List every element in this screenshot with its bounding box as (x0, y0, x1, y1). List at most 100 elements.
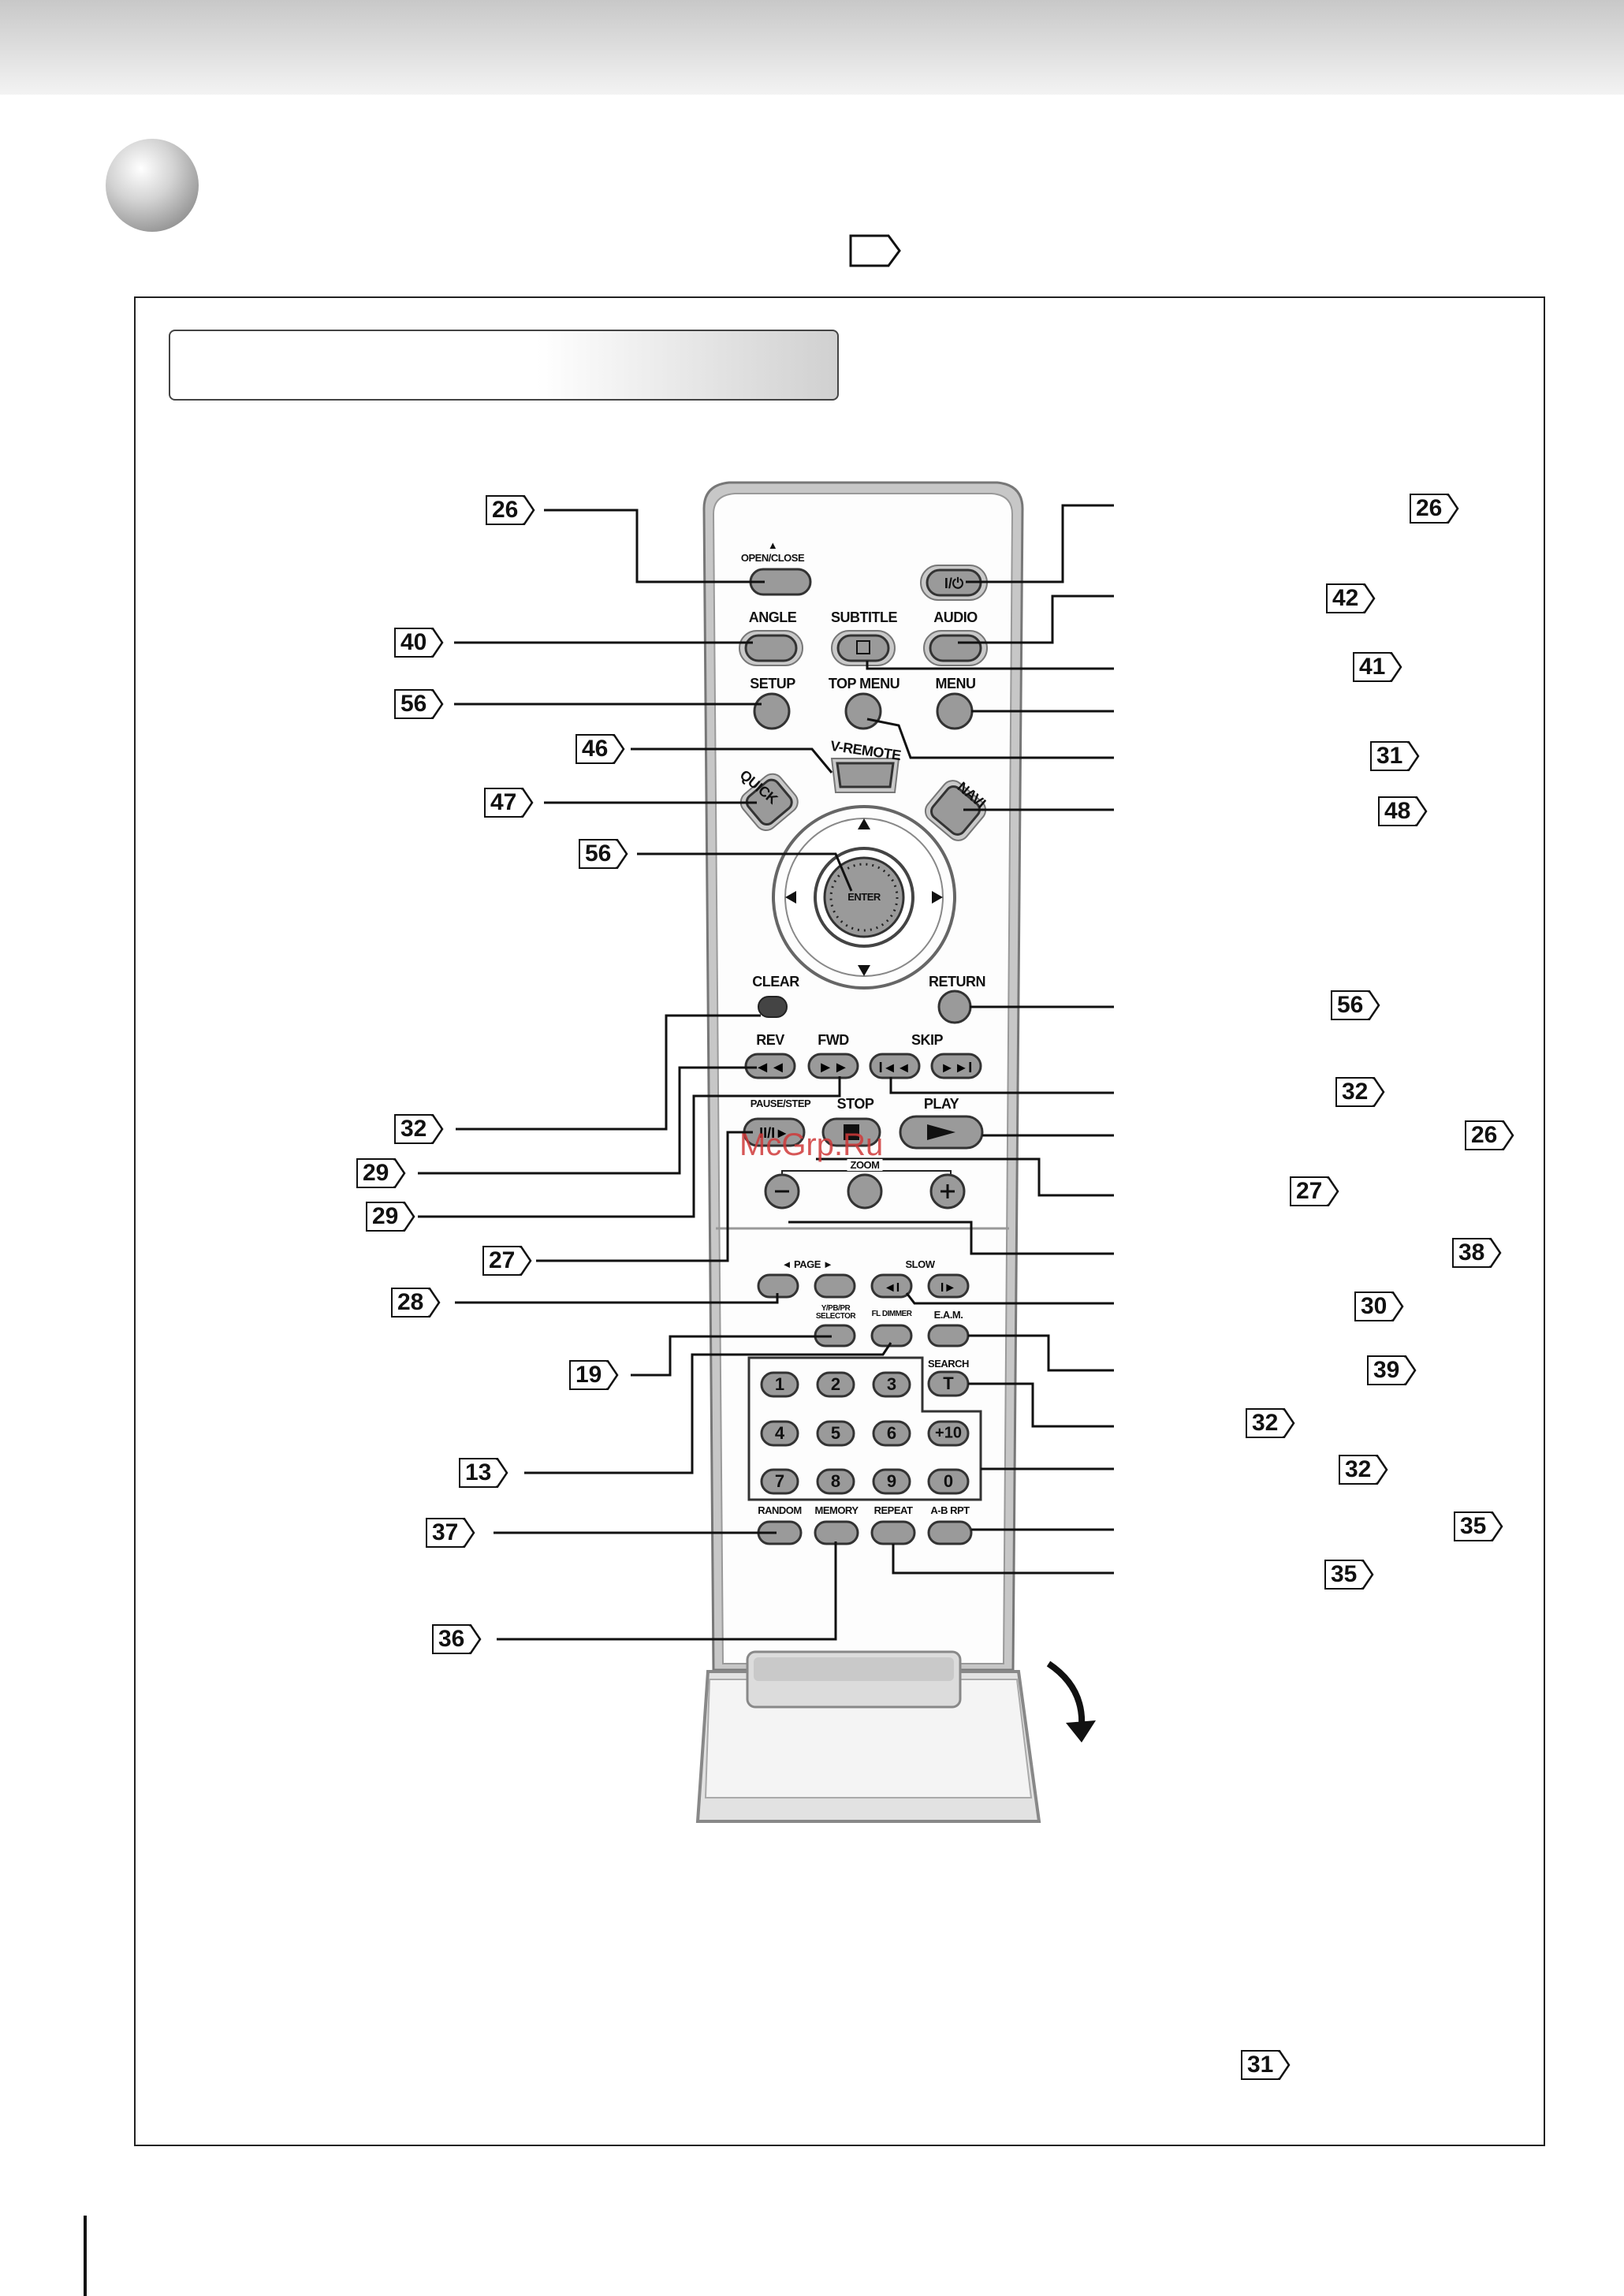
svg-text:I/⏻: I/⏻ (944, 576, 964, 591)
page-ref-tag: 27 (482, 1246, 532, 1276)
label-fl-dimmer: FL DIMMER (871, 1310, 912, 1318)
svg-text:►►: ►► (818, 1059, 849, 1076)
page-ref-arrow-icon (1361, 1560, 1374, 1590)
page-ref-arrow-icon (1404, 1355, 1417, 1385)
svg-text:II/I►: II/I► (759, 1125, 789, 1141)
page-ref-arrow-icon (613, 734, 625, 764)
page-ref-tag: 26 (486, 495, 535, 525)
page-ref-tag: 47 (484, 788, 534, 818)
page-ref-arrow-icon (1368, 990, 1380, 1020)
page-ref-tag: 35 (1324, 1560, 1374, 1590)
page-ref-tag: 32 (1335, 1077, 1385, 1107)
page-ref-arrow-icon (431, 689, 444, 719)
page-ref-arrow-icon (463, 1518, 475, 1548)
page-ref-tag: 46 (575, 734, 625, 764)
page-ref-arrow-icon (1278, 2050, 1291, 2080)
label-rev: REV (756, 1032, 784, 1048)
page-ref-tag: 36 (432, 1624, 482, 1654)
label-angle: ANGLE (748, 609, 797, 625)
page-ref-tag: 13 (459, 1458, 508, 1488)
label-random: RANDOM (758, 1504, 802, 1516)
page-ref-arrow-icon (1415, 796, 1428, 826)
page-ref-arrow-icon (1363, 583, 1376, 613)
page-ref-arrow-icon (616, 839, 628, 869)
page-ref-arrow-icon (496, 1458, 508, 1488)
page-ref-tag: 38 (1452, 1238, 1502, 1268)
page-ref-tag: 31 (1241, 2050, 1291, 2080)
label-clear: CLEAR (752, 974, 799, 990)
label-enter: ENTER (847, 891, 881, 903)
page-ref-arrow-icon (523, 495, 535, 525)
page-ref-tag: 56 (579, 839, 628, 869)
page-ref-tag: 41 (1353, 652, 1402, 682)
page-ref-tag: 28 (391, 1288, 441, 1318)
page-ref-arrow-icon (1390, 652, 1402, 682)
page-ref-arrow-icon (849, 234, 901, 267)
svg-text:◄I: ◄I (884, 1281, 900, 1295)
caption-box (169, 330, 839, 401)
remote-diagram-frame (134, 296, 1545, 2146)
svg-text:I►: I► (941, 1281, 956, 1295)
page-ref-tag: 19 (569, 1360, 619, 1390)
page-ref-tag: 35 (1454, 1511, 1503, 1541)
page-ref-arrow-icon (520, 1246, 532, 1276)
label-subtitle: SUBTITLE (831, 609, 898, 625)
svg-text:►►I: ►►I (941, 1060, 973, 1075)
page-ref-tag: 32 (1246, 1408, 1295, 1438)
label-skip: SKIP (911, 1032, 944, 1048)
page-ref-tag: 26 (1410, 494, 1459, 524)
page-ref-tag: 40 (394, 628, 444, 658)
page-ref-tag: 42 (1326, 583, 1376, 613)
page-ref-tag: 56 (394, 689, 444, 719)
svg-text:◄◄: ◄◄ (754, 1059, 786, 1076)
page-ref-tag: 32 (394, 1114, 444, 1144)
page-ref-arrow-icon (428, 1288, 441, 1318)
page-ref-arrow-icon (1447, 494, 1459, 524)
section-bullet-icon (106, 139, 199, 232)
page-ref-tag: 31 (1370, 741, 1420, 771)
page-ref-arrow-icon (521, 788, 534, 818)
label-memory: MEMORY (814, 1504, 859, 1516)
label-open-close: OPEN/CLOSE (740, 552, 805, 564)
keypad-key: 9 (886, 1471, 897, 1491)
keypad-key: 0 (943, 1471, 954, 1491)
keypad-key: 6 (886, 1423, 897, 1443)
page-ref-arrow-icon (1491, 1511, 1503, 1541)
keypad-key: 3 (886, 1374, 897, 1394)
page-ref-arrow-icon (403, 1202, 415, 1232)
page-edge-rule (84, 2216, 87, 2296)
page-ref-arrow-icon (1327, 1176, 1339, 1206)
page-ref-arrow-icon (1489, 1238, 1502, 1268)
label-top-menu: TOP MENU (828, 676, 900, 691)
page-ref-arrow-icon (606, 1360, 619, 1390)
page-ref-arrow-icon (1373, 1077, 1385, 1107)
label-audio: AUDIO (933, 609, 978, 625)
keypad-key: 5 (830, 1423, 841, 1443)
label-setup: SETUP (750, 676, 795, 691)
page-ref-arrow-icon (1407, 741, 1420, 771)
page-ref-tag: 26 (1465, 1120, 1514, 1150)
page-ref-tag: 30 (1354, 1292, 1404, 1321)
page-ref-arrow-icon (1391, 1292, 1404, 1321)
page-ref-arrow-icon (393, 1158, 406, 1188)
page-ref-arrow-icon (431, 1114, 444, 1144)
keypad-key: +10 (935, 1424, 962, 1442)
page-ref-arrow-icon (1283, 1408, 1295, 1438)
keypad-key: 7 (774, 1471, 785, 1491)
page-ref-arrow-icon (1502, 1120, 1514, 1150)
page-ref-arrow-icon (1376, 1455, 1388, 1485)
label-repeat: REPEAT (873, 1504, 913, 1516)
page-ref-arrow-icon (469, 1624, 482, 1654)
label-eject-icon: ▲ (767, 539, 778, 551)
page-ref-tag: 29 (366, 1202, 415, 1232)
keypad-key: 4 (774, 1423, 785, 1443)
label-eam: E.A.M. (933, 1309, 963, 1321)
page-ref-arrow-icon (431, 628, 444, 658)
label-fwd: FWD (818, 1032, 849, 1048)
keypad-key: 8 (830, 1471, 841, 1491)
page-ref-tag: 27 (1290, 1176, 1339, 1206)
page-ref-tag: 29 (356, 1158, 406, 1188)
label-return: RETURN (929, 974, 986, 990)
